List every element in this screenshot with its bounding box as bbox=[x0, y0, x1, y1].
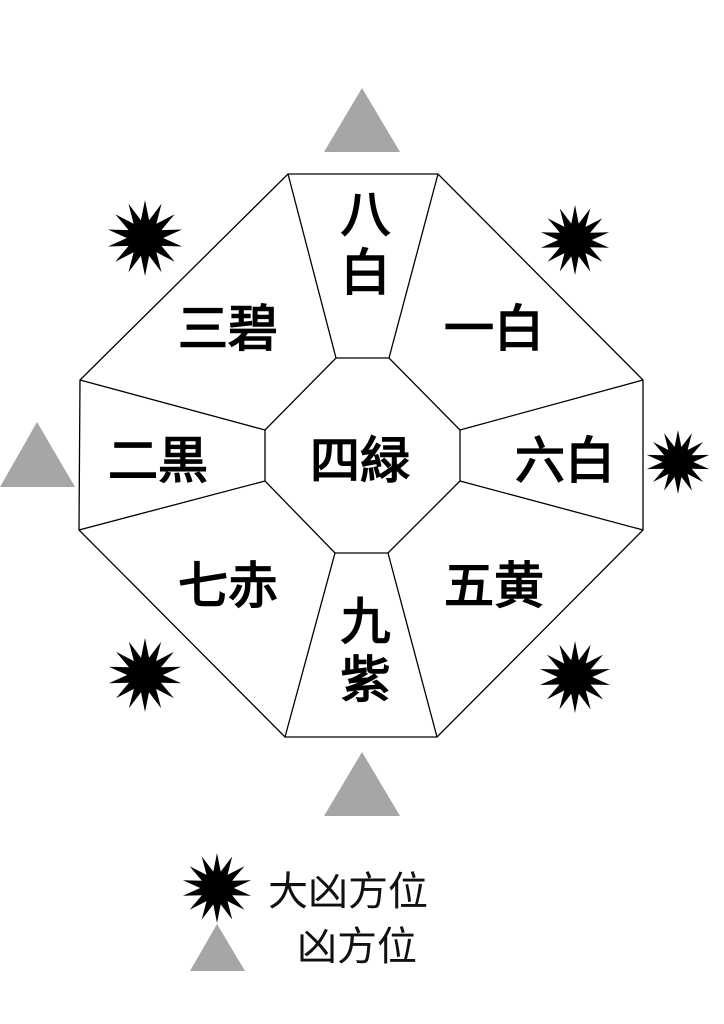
markers bbox=[0, 88, 710, 816]
legend-triangle-icon bbox=[190, 924, 245, 971]
star-marker-northeast bbox=[540, 205, 610, 275]
spoke bbox=[459, 480, 644, 531]
cell-south-label: 九紫 bbox=[333, 595, 392, 711]
star-marker-east bbox=[646, 430, 710, 494]
spoke bbox=[287, 173, 337, 359]
cell-southwest-label: 七赤 bbox=[178, 556, 278, 615]
star-marker-northwest bbox=[108, 200, 182, 276]
triangle-marker-north bbox=[324, 88, 400, 152]
legend-misfortune-label: 凶方位 bbox=[297, 924, 417, 970]
legend-star-icon bbox=[182, 853, 252, 923]
cell-northwest-label: 三碧 bbox=[178, 299, 278, 358]
octagon-grid bbox=[78, 173, 644, 738]
cell-north-label: 八白 bbox=[333, 188, 392, 304]
cell-west-label: 二黒 bbox=[108, 431, 208, 490]
legend-major-misfortune-label: 大凶方位 bbox=[268, 869, 428, 915]
spoke bbox=[79, 379, 266, 431]
triangle-marker-west bbox=[0, 422, 75, 487]
spoke bbox=[388, 173, 439, 359]
cell-center-label: 四緑 bbox=[310, 431, 411, 490]
spoke bbox=[78, 480, 266, 531]
triangle-marker-south bbox=[324, 752, 400, 816]
star-marker-southeast bbox=[539, 641, 611, 713]
spoke bbox=[387, 552, 438, 738]
cell-labels: 八白 三碧 一白 二黒 四緑 六白 七赤 五黄 九紫 bbox=[108, 188, 615, 711]
cell-northeast-label: 一白 bbox=[444, 299, 544, 358]
cell-east-label: 六白 bbox=[515, 431, 615, 490]
legend: 大凶方位 凶方位 bbox=[182, 853, 428, 971]
spoke bbox=[284, 552, 336, 738]
cell-southeast-label: 五黄 bbox=[444, 556, 544, 615]
spoke bbox=[459, 379, 644, 431]
star-marker-southwest bbox=[108, 638, 182, 712]
